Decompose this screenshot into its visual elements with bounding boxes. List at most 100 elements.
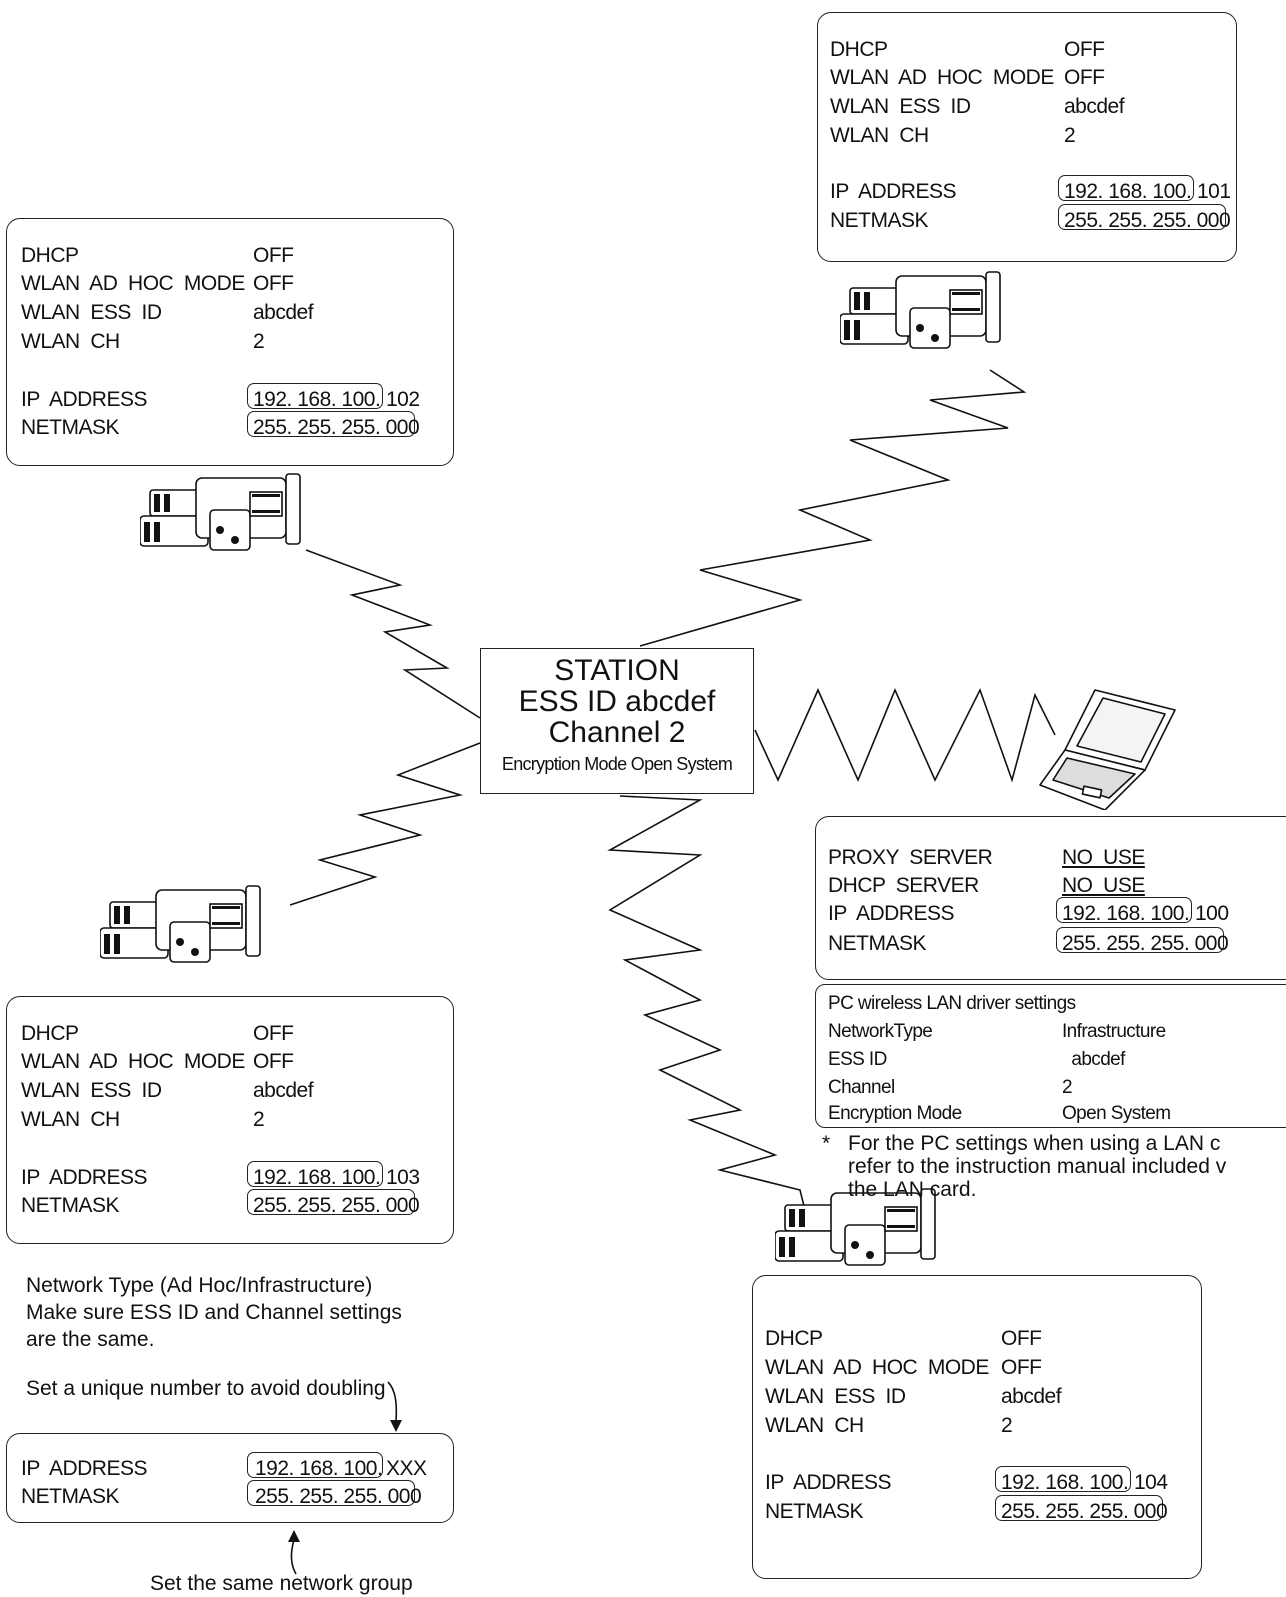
essid-label: WLAN ESS ID xyxy=(21,301,162,324)
ip-host: 103 xyxy=(386,1166,420,1189)
dhcp-server-label: DHCP SERVER xyxy=(828,874,979,897)
netmask-label: NETMASK xyxy=(765,1500,864,1523)
dhcp-label: DHCP xyxy=(830,38,888,61)
ip-prefix: 192. 168. 100. xyxy=(253,1166,381,1189)
netmask-label: NETMASK xyxy=(21,416,120,439)
netmask-label: NETMASK xyxy=(21,1485,120,1508)
netmask-value: 255. 255. 255. 000 xyxy=(253,1194,420,1217)
ip-host: 101 xyxy=(1197,180,1231,203)
netmask-box xyxy=(995,1495,1163,1521)
ip-prefix-box xyxy=(1056,897,1192,923)
footnote: * For the PC settings when using a LAN c… xyxy=(822,1132,1286,1202)
channel-label: WLAN CH xyxy=(830,124,929,147)
footnote-line-3: the LAN card. xyxy=(848,1178,977,1201)
wireless-link-camera-103 xyxy=(289,742,481,906)
adhoc-label: WLAN AD HOC MODE xyxy=(21,1050,245,1073)
wireless-link-camera-101 xyxy=(639,369,1027,647)
netmask-value: 255. 255. 255. 000 xyxy=(1062,932,1229,955)
channel-label: WLAN CH xyxy=(21,330,120,353)
arrow-group-head xyxy=(288,1530,300,1542)
station-channel: Channel 2 xyxy=(548,716,686,749)
netmask-value: 255. 255. 255. 000 xyxy=(1001,1500,1168,1523)
ip-host: 102 xyxy=(386,388,420,411)
ip-host: 104 xyxy=(1134,1471,1168,1494)
ip-prefix: 192. 168. 100. xyxy=(255,1457,383,1480)
ip-label: IP ADDRESS xyxy=(21,1166,148,1189)
camcorder-icon xyxy=(775,1188,936,1266)
driver-channel-value: 2 xyxy=(1062,1077,1073,1098)
station-essid: ESS ID abcdef xyxy=(518,685,716,718)
essid-label: WLAN ESS ID xyxy=(830,95,971,118)
channel-value: 2 xyxy=(1001,1414,1013,1437)
proxy-label: PROXY SERVER xyxy=(828,846,993,869)
arrow-unique-head xyxy=(390,1420,402,1432)
netmask-value: 255. 255. 255. 000 xyxy=(253,416,420,439)
channel-label: WLAN CH xyxy=(765,1414,864,1437)
dhcp-value: OFF xyxy=(1064,38,1105,61)
proxy-value: NO USE xyxy=(1062,846,1145,869)
driver-channel-label: Channel xyxy=(828,1077,895,1098)
dhcp-value: OFF xyxy=(253,1022,294,1045)
pc-settings-panel: PROXY SERVER NO USE DHCP SERVER NO USE I… xyxy=(815,816,1286,980)
essid-label: WLAN ESS ID xyxy=(21,1079,162,1102)
driver-encryption-label: Encryption Mode xyxy=(828,1103,962,1124)
wireless-link-camera-104 xyxy=(607,795,811,1231)
netmask-value: 255. 255. 255. 000 xyxy=(255,1485,422,1508)
netmask-box xyxy=(247,1189,415,1215)
adhoc-value: OFF xyxy=(253,272,294,295)
dhcp-label: DHCP xyxy=(21,1022,79,1045)
essid-value: abcdef xyxy=(253,301,314,324)
adhoc-value: OFF xyxy=(1001,1356,1042,1379)
channel-value: 2 xyxy=(253,1108,265,1131)
station-title: STATION xyxy=(554,654,680,687)
footnote-line-2: refer to the instruction manual included… xyxy=(848,1155,1227,1178)
ip-prefix: 192. 168. 100. xyxy=(1062,902,1190,925)
footnote-star: * xyxy=(822,1132,831,1155)
netmask-box xyxy=(1058,204,1226,230)
driver-networktype-value: Infrastructure xyxy=(1062,1021,1166,1042)
channel-value: 2 xyxy=(1064,124,1076,147)
adhoc-value: OFF xyxy=(1064,66,1105,89)
driver-title: PC wireless LAN driver settings xyxy=(828,993,1076,1014)
note-network-type: Network Type (Ad Hoc/Infrastructure) xyxy=(26,1274,373,1297)
camcorder-icon xyxy=(840,271,1001,349)
essid-value: abcdef xyxy=(1001,1385,1062,1408)
example-ip-panel: IP ADDRESS 192. 168. 100. XXX NETMASK 25… xyxy=(6,1433,454,1523)
note-make-sure: Make sure ESS ID and Channel settings xyxy=(26,1301,402,1324)
camcorder-icon xyxy=(140,473,301,551)
note-unique-number: Set a unique number to avoid doubling xyxy=(26,1377,386,1400)
ip-host: XXX xyxy=(386,1457,427,1480)
channel-value: 2 xyxy=(253,330,265,353)
dhcp-label: DHCP xyxy=(765,1327,823,1350)
ip-prefix: 192. 168. 100. xyxy=(253,388,381,411)
adhoc-label: WLAN AD HOC MODE xyxy=(21,272,245,295)
ip-label: IP ADDRESS xyxy=(21,1457,148,1480)
ip-prefix-box xyxy=(247,1161,383,1187)
note-same-network-group: Set the same network group xyxy=(150,1572,413,1595)
dhcp-label: DHCP xyxy=(21,244,79,267)
essid-label: WLAN ESS ID xyxy=(765,1385,906,1408)
dhcp-value: OFF xyxy=(253,244,294,267)
netmask-box xyxy=(247,411,415,437)
ip-label: IP ADDRESS xyxy=(828,902,955,925)
notes: Network Type (Ad Hoc/Infrastructure) Mak… xyxy=(26,1272,466,1402)
ip-prefix-box xyxy=(247,1452,383,1478)
netmask-label: NETMASK xyxy=(830,209,929,232)
camera-settings-panel-101: DHCP OFF WLAN AD HOC MODE OFF WLAN ESS I… xyxy=(817,12,1237,262)
ip-label: IP ADDRESS xyxy=(765,1471,892,1494)
laptop-icon xyxy=(1039,689,1176,810)
pc-driver-settings-panel: PC wireless LAN driver settings NetworkT… xyxy=(815,984,1286,1128)
camera-settings-panel-104: DHCP OFF WLAN AD HOC MODE OFF WLAN ESS I… xyxy=(752,1275,1202,1579)
access-point-station: STATION ESS ID abcdef Channel 2 Encrypti… xyxy=(480,648,754,794)
dhcp-value: OFF xyxy=(1001,1327,1042,1350)
netmask-label: NETMASK xyxy=(828,932,927,955)
ip-prefix-box xyxy=(1058,175,1194,201)
ip-prefix: 192. 168. 100. xyxy=(1001,1471,1129,1494)
footnote-line-1: For the PC settings when using a LAN c xyxy=(848,1132,1221,1155)
wireless-link-laptop xyxy=(754,687,1056,783)
camcorder-icon xyxy=(100,885,261,963)
essid-value: abcdef xyxy=(253,1079,314,1102)
adhoc-label: WLAN AD HOC MODE xyxy=(765,1356,989,1379)
ip-host: 100 xyxy=(1195,902,1229,925)
